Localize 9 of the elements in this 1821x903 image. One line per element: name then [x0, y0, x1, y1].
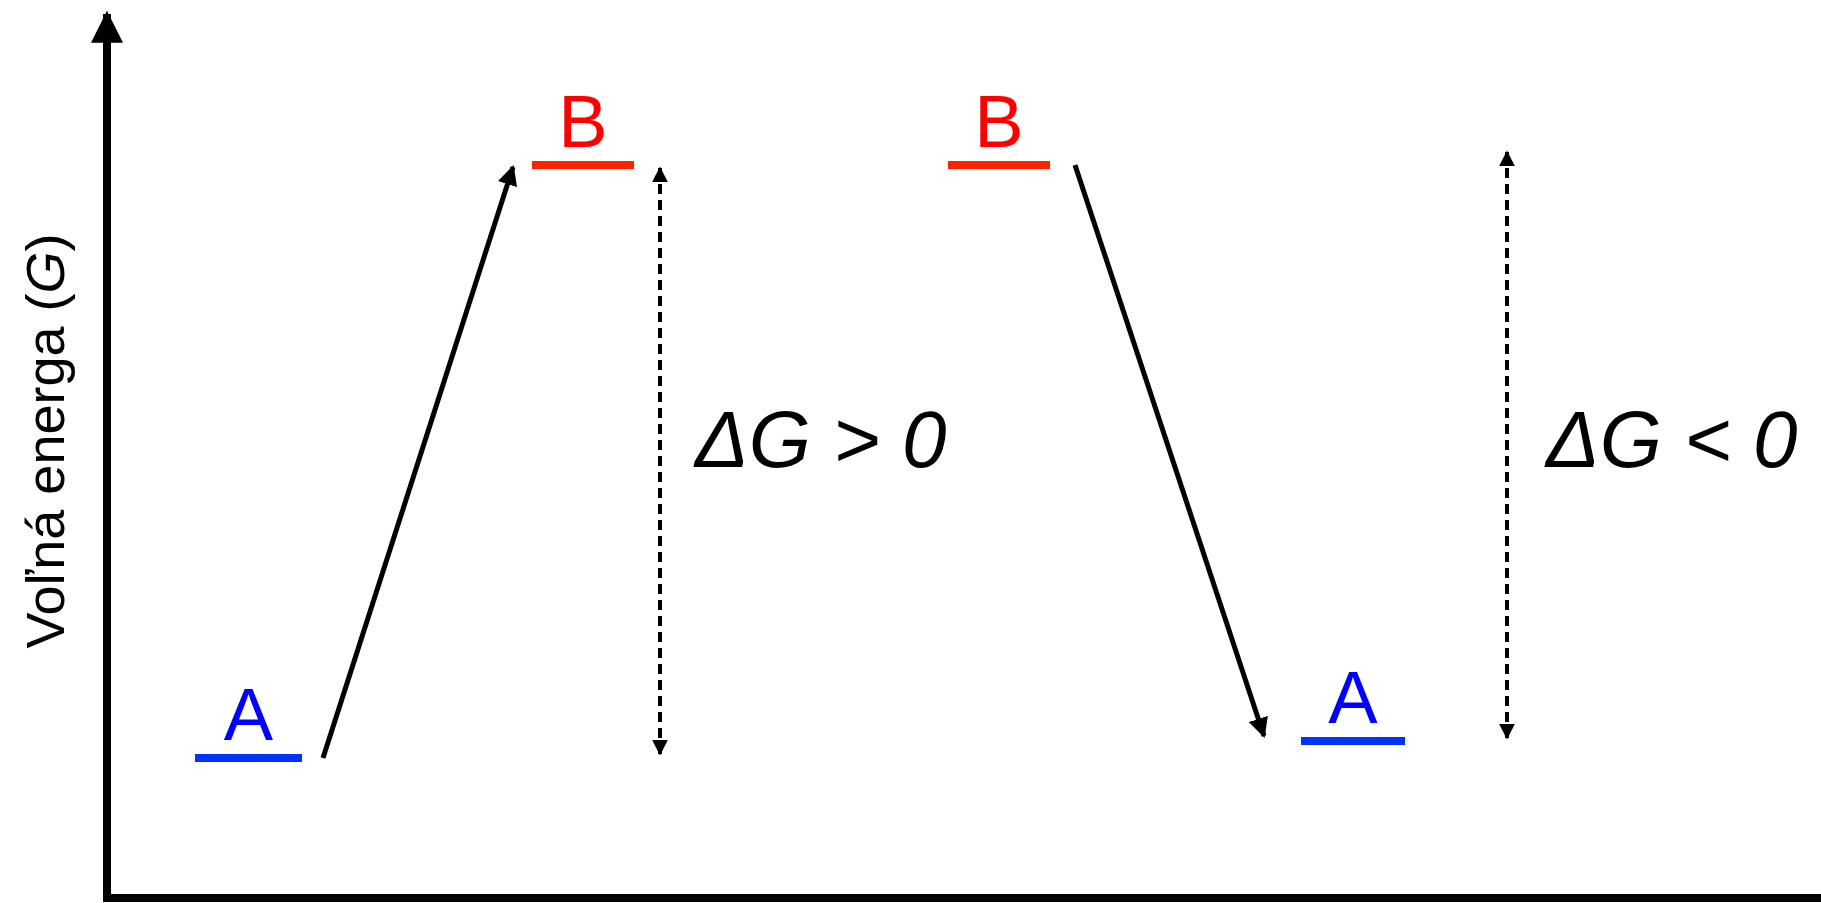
state-label: B — [558, 83, 608, 161]
axis-title: Voľná energa (G) — [13, 233, 75, 649]
arrow — [1072, 164, 1268, 738]
state-label: A — [223, 676, 274, 754]
state-label: B — [974, 83, 1024, 161]
state-label: A — [1328, 659, 1378, 737]
arrow — [320, 165, 517, 759]
delta-g-label: ΔG > 0 — [695, 394, 947, 486]
delta-g-label: ΔG < 0 — [1546, 394, 1798, 486]
